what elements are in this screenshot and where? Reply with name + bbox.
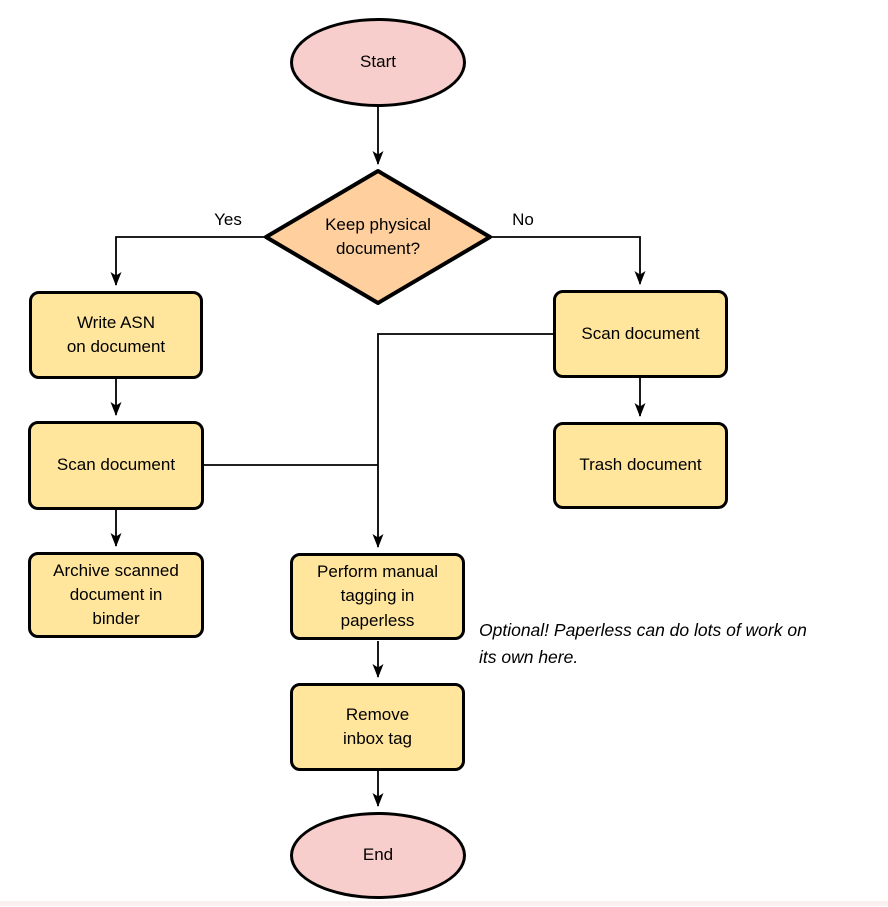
annotation-optional-note: Optional! Paperless can do lots of work … — [479, 620, 807, 668]
page-bottom-divider — [0, 901, 888, 906]
decision-diamond-shape — [264, 169, 492, 305]
node-perform-tagging: Perform manual tagging in paperless — [290, 553, 465, 640]
node-end-label: End — [362, 845, 394, 865]
node-trash-document: Trash document — [553, 422, 728, 509]
edge-scan-right-to-perform-tagging — [372, 333, 553, 548]
node-scan-document-right: Scan document — [553, 290, 728, 378]
node-archive-scanned-label: Archive scanned document in binder — [53, 560, 179, 629]
node-scan-document-left-label: Scan document — [56, 455, 176, 475]
node-perform-tagging-label: Perform manual tagging in paperless — [317, 562, 438, 630]
edge-decision-no-to-scan-right — [490, 236, 646, 285]
edge-label-yes: Yes — [214, 209, 242, 229]
edge-label-no: No — [512, 209, 534, 229]
node-scan-document-left: Scan document — [28, 421, 204, 510]
node-write-asn: Write ASN on document — [29, 291, 203, 379]
node-end: End — [290, 812, 466, 899]
node-scan-document-right-label: Scan document — [581, 323, 700, 343]
node-decision-label: Keep physical document? — [325, 214, 431, 258]
node-remove-inbox-tag: Remove inbox tag — [290, 683, 465, 771]
node-archive-scanned: Archive scanned document in binder — [28, 552, 204, 638]
node-write-asn-label: Write ASN on document — [66, 312, 166, 356]
node-start: Start — [290, 18, 466, 107]
node-trash-document-label: Trash document — [579, 455, 702, 475]
node-remove-inbox-tag-label: Remove inbox tag — [343, 704, 412, 748]
node-start-label: Start — [360, 52, 396, 72]
node-decision: Keep physical document? — [286, 203, 470, 271]
edge-decision-yes-to-write-asn — [110, 236, 266, 286]
